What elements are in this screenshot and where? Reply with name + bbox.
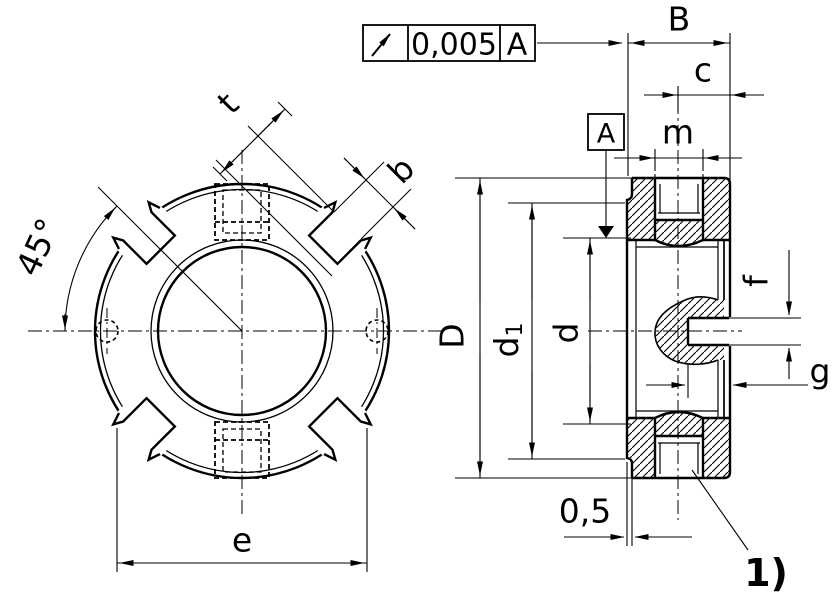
section-hatching <box>627 178 730 478</box>
dim-t <box>212 101 335 277</box>
slot-width-label: b <box>380 149 422 191</box>
front-view <box>28 101 445 572</box>
slot-m-label: m <box>662 113 694 152</box>
dim-f <box>728 250 801 379</box>
spanner-notches <box>111 200 373 462</box>
dim-offset <box>564 462 692 546</box>
dim-D <box>455 177 632 479</box>
pin-slot-height-label: f <box>737 274 776 287</box>
dim-b <box>333 157 416 240</box>
runout-value-label: 0,005 <box>411 28 497 63</box>
dim-m <box>614 149 742 177</box>
dim-d1 <box>508 202 625 460</box>
slot-thread-detail <box>658 184 700 474</box>
pin-slot-depth-label: g <box>810 352 831 391</box>
angle-dim-label: 45° <box>8 212 68 282</box>
datum-feature-A <box>587 113 625 238</box>
width-B-label: B <box>668 0 691 39</box>
dim-B <box>627 33 731 182</box>
dim-e <box>116 428 368 572</box>
runout-datum-label: A <box>507 28 528 63</box>
angle-ray <box>97 186 243 332</box>
bore-edges <box>635 240 725 418</box>
footnote-leader <box>691 469 749 551</box>
width-c-label: c <box>694 51 712 90</box>
section-view <box>455 33 808 551</box>
groove-dia-base: d <box>487 337 526 358</box>
dim-c <box>644 86 764 112</box>
dim-g <box>646 364 808 398</box>
groove-dia-label: d1 <box>487 323 528 358</box>
tolerance-frame <box>362 24 623 62</box>
outer-dia-label: D <box>433 323 472 348</box>
pin-slot-breakout <box>654 295 729 366</box>
footnote-label: 1) <box>744 551 788 595</box>
bore-dia-label: d <box>547 323 586 344</box>
dim-d <box>563 237 631 425</box>
groove-dia-subscript: 1 <box>503 323 528 337</box>
section-outline <box>625 176 732 480</box>
across-slots-label: e <box>232 521 252 560</box>
slot-depth-label: t <box>210 85 247 122</box>
circular-runout-icon <box>371 33 391 57</box>
break-line <box>654 295 719 366</box>
face-offset-label: 0,5 <box>559 492 611 531</box>
datum-box-label: A <box>597 119 616 150</box>
